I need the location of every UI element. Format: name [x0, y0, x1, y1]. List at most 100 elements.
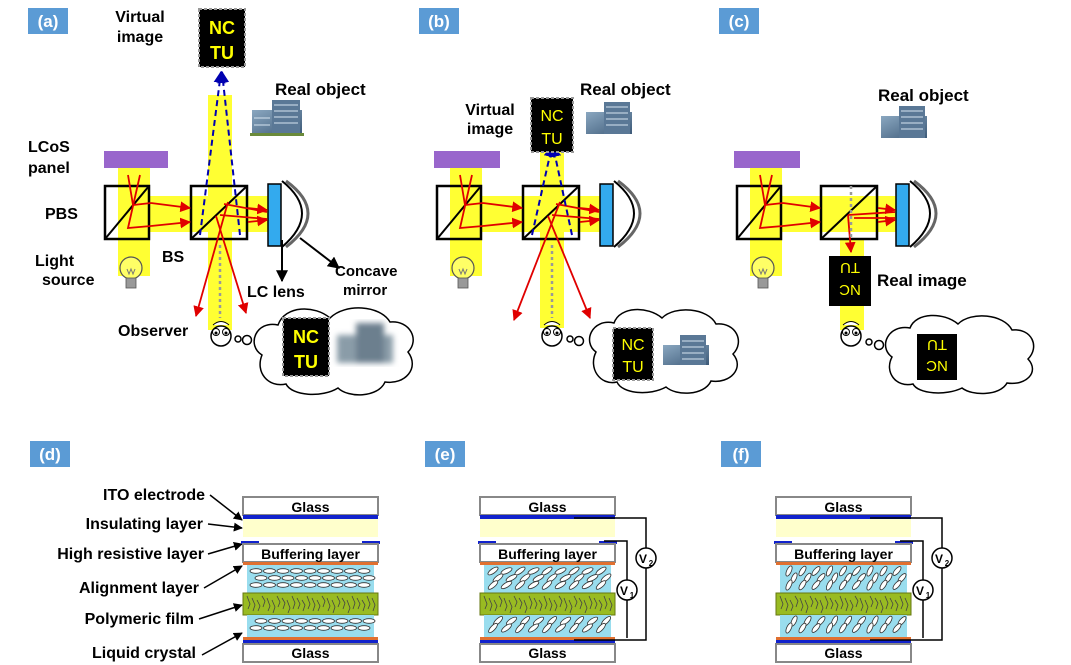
- lc-molecule: [581, 580, 594, 590]
- perceived-building-icon-b: [663, 335, 709, 365]
- red-rays: [126, 174, 269, 318]
- lc-molecule: [263, 625, 276, 631]
- svg-text:(c): (c): [729, 12, 750, 31]
- svg-text:NC: NC: [926, 357, 948, 374]
- alignment-layer-bottom: [243, 637, 378, 640]
- lc-molecule: [866, 579, 874, 591]
- svg-text:2: 2: [945, 559, 950, 568]
- lc-molecule: [290, 582, 303, 588]
- lc-molecule: [487, 566, 499, 576]
- lc-lens: [267, 183, 282, 247]
- lc-molecule: [892, 580, 902, 590]
- ito-side-right: [895, 541, 913, 544]
- ito-electrode-bottom: [243, 640, 378, 644]
- label-virtual-image-2: image: [117, 29, 163, 46]
- svg-text:V: V: [935, 552, 943, 566]
- label-virtual-image-b1: Virtual: [465, 102, 515, 119]
- svg-text:NC: NC: [839, 281, 861, 298]
- pbs-cube-b: [435, 184, 483, 241]
- lc-molecule: [839, 579, 847, 591]
- alignment-layer-top: [776, 562, 911, 565]
- lc-molecule: [839, 622, 847, 634]
- lc-molecule: [308, 618, 322, 624]
- lc-molecule: [263, 568, 276, 574]
- glass-bottom: [775, 643, 912, 663]
- insulating-layer: [243, 519, 378, 537]
- lc-molecule: [879, 622, 888, 634]
- alignment-layer-bottom: [776, 637, 911, 640]
- real-object-building-icon-b: [586, 102, 632, 134]
- concave-mirror-c: [909, 179, 938, 249]
- lc-molecule: [487, 580, 499, 590]
- lcos-panel-c: [734, 151, 800, 168]
- alignment-layer-bottom: [480, 637, 615, 640]
- circuit-e: [574, 517, 647, 641]
- lc-molecule: [344, 582, 357, 588]
- perceived-nctu-a: NC TU: [282, 317, 330, 377]
- lc-molecule: [528, 623, 539, 633]
- red-rays-b: [458, 174, 601, 322]
- lc-molecule: [892, 623, 902, 633]
- observer-face-icon: [210, 321, 232, 347]
- lc-molecule: [317, 568, 330, 574]
- lc-molecule: [785, 622, 793, 634]
- svg-text:1: 1: [630, 591, 635, 600]
- lc-molecule: [303, 625, 317, 631]
- lc-molecule: [532, 574, 545, 582]
- svg-text:V: V: [620, 584, 628, 598]
- lc-molecule: [276, 582, 290, 588]
- lcos-panel: [104, 151, 168, 168]
- blurred-building-icon: [337, 323, 393, 363]
- lc-molecule: [357, 625, 371, 631]
- lc-molecule: [811, 566, 821, 576]
- light-bulb-icon-c: [751, 256, 775, 289]
- real-image-nctu-c: NC TU: [829, 256, 871, 306]
- label-liquid-crystal: Liquid crystal: [92, 645, 196, 662]
- lc-molecule: [276, 568, 290, 574]
- panel-tag-e: (e): [425, 441, 465, 467]
- svg-text:NC: NC: [621, 337, 644, 354]
- svg-text:(f): (f): [733, 445, 750, 464]
- polymer-texture: [246, 595, 376, 614]
- lc-molecule: [541, 580, 553, 590]
- glass-bottom-label: Glass: [291, 645, 329, 661]
- ito-electrode-top: [243, 515, 378, 519]
- lc-molecule: [281, 618, 295, 624]
- label-concave-1: Concave: [335, 263, 398, 280]
- svg-text:NC: NC: [540, 108, 563, 125]
- panel-tag-b: (b): [419, 8, 459, 34]
- lc-molecule: [785, 565, 793, 577]
- svg-text:NC: NC: [209, 18, 235, 38]
- lc-molecule: [322, 618, 335, 624]
- lc-molecule: [335, 575, 349, 581]
- lc-molecule: [798, 622, 807, 634]
- glass-bottom-label: Glass: [528, 645, 566, 661]
- label-real-object-c: Real object: [878, 86, 969, 105]
- polymeric-film: [479, 592, 616, 616]
- insulating-layer: [480, 519, 615, 537]
- glass-top-label: Glass: [528, 499, 566, 515]
- svg-text:(e): (e): [435, 445, 456, 464]
- lc-molecule: [582, 623, 593, 633]
- lc-molecule: [349, 618, 362, 624]
- svg-text:V: V: [639, 552, 647, 566]
- perceived-nctu-b: NC TU: [612, 327, 654, 381]
- lc-molecule: [254, 618, 268, 624]
- virtual-image-nctu: NC TU: [198, 8, 246, 68]
- panel-b: NC TU Virtual image Real object: [434, 80, 739, 394]
- lc-molecule: [514, 580, 526, 590]
- lc-molecule: [268, 575, 281, 581]
- virtual-image-nctu-b: NC TU: [530, 97, 574, 153]
- ito-side-left: [478, 541, 496, 544]
- lc-molecule: [505, 574, 518, 582]
- lc-molecule: [249, 582, 263, 588]
- lc-molecule: [322, 575, 335, 581]
- lc-molecule: [263, 582, 276, 588]
- lc-molecule: [500, 580, 513, 590]
- label-real-object: Real object: [275, 80, 366, 99]
- lc-molecule: [303, 582, 317, 588]
- lc-molecule: [798, 565, 807, 577]
